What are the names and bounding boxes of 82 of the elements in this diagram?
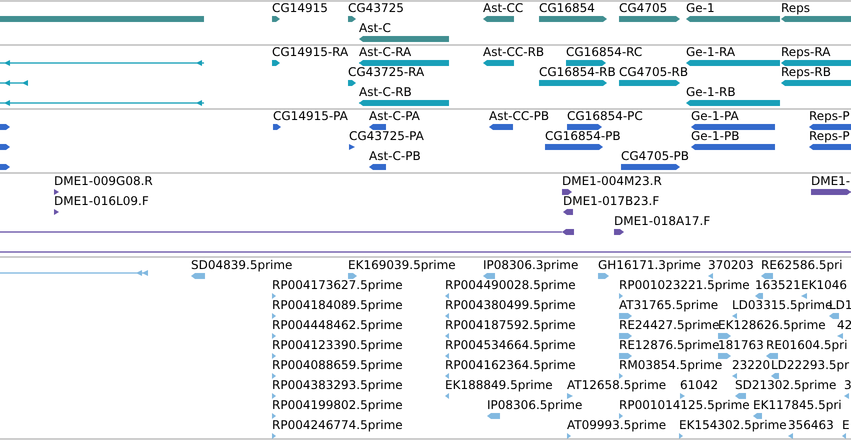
feature-label: E [842,419,850,432]
feature-label: SD21302.5prime [735,379,836,392]
feature-label: AT12658.5prime [567,379,666,392]
feature-label: DME1-004M23.R [562,175,662,188]
feature-label: GH16171.3prime [598,259,701,272]
feature-label: Ast-C [359,22,391,35]
feature-label: Ast-CC-PB [489,110,550,123]
feature-label: CG14915-PA [273,110,348,123]
feature-label: RP001014125.5prime [619,399,750,412]
feature-label: RE62586.5pri [761,259,842,272]
feature-label: RP004184089.5prime [272,299,403,312]
feature-label: RP004187592.5prime [445,319,576,332]
feature-label: RP004173627.5prime [272,279,403,292]
feature-label: 42 [837,319,851,332]
feature-label: CG16854-PC [567,110,643,123]
feature-label: Ge-1-PA [691,110,739,123]
feature-label: RP004490028.5prime [445,279,576,292]
feature-label: Reps-P [809,110,850,123]
feature-label: Reps [781,2,810,15]
feature-label: CG4705-RB [619,66,688,79]
feature-label: SD04839.5prime [191,259,292,272]
feature-label: IP08306.5prime [487,399,582,412]
feature-label: CG43725-RA [348,66,424,79]
feature-label: DME1-017B23.F [563,195,660,208]
feature-label: Ge-1-RA [686,46,736,59]
feature-label: DME1-009G08.R [54,175,153,188]
feature-label: CG14915-RA [272,46,348,59]
feature-label: RE01604.5pri [766,339,848,352]
feature-label: CG4705-PB [621,150,690,163]
feature-label: EK188849.5prime [445,379,553,392]
feature-label: Ast-C-PB [369,150,421,163]
feature-label: DME1- [811,175,850,188]
feature-label: AT31765.5prime [619,299,718,312]
feature-label: AT09993.5prime [567,419,666,432]
feature-label: CG16854-RB [539,66,616,79]
feature-label: RP004380499.5prime [445,299,576,312]
feature-label: Ast-C-PA [369,110,420,123]
feature-label: RE12876.5prime [619,339,720,352]
feature-label: 370203 [708,259,754,272]
feature-label: RP004162364.5prime [445,359,576,372]
feature-label: Ast-C-RB [359,86,412,99]
feature-label: EK1046 [801,279,847,292]
feature-label: Reps-RA [781,46,830,59]
feature-label: RP004123390.5prime [272,339,403,352]
feature-label: RE24427.5prime [619,319,720,332]
feature-label: Ast-C-RA [359,46,412,59]
feature-label: CG43725-PA [349,130,424,143]
feature-label: EK154302.5prime [679,419,787,432]
feature-label: 3 [844,379,851,392]
feature-label: EK117845.5pri [753,399,842,412]
feature-label: EK169039.5prime [348,259,456,272]
feature-label: DME1-018A17.F [614,215,710,228]
feature-label: 23220 [732,359,770,372]
feature-label: Ge-1 [686,2,715,15]
feature-label: Ast-CC-RB [483,46,544,59]
feature-label: CG16854-RC [566,46,642,59]
feature-label: Ge-1-RB [686,86,736,99]
feature-label: DME1-016L09.F [54,195,149,208]
feature-label: CG4705 [619,2,668,15]
feature-label: CG43725 [348,2,404,15]
feature-label: 356463 [788,419,834,432]
feature-label: 163521 [755,279,801,292]
feature-label: RP004448462.5prime [272,319,403,332]
feature-label: RP004383293.5prime [272,379,403,392]
feature-label: LD22293.5pr [771,359,850,372]
feature-label: RP004088659.5prime [272,359,403,372]
feature-label: RP004534664.5prime [445,339,576,352]
feature-label: RP004199802.5prime [272,399,403,412]
feature-label: Ast-CC [483,2,524,15]
feature-label: RM03854.5prime [619,359,722,372]
feature-label: Reps-RB [781,66,831,79]
feature-label: RP004246774.5prime [272,419,403,432]
feature-label: 61042 [680,379,718,392]
feature-label: Reps-P [809,130,850,143]
feature-label: Ge-1-PB [691,130,740,143]
feature-label: CG16854 [539,2,595,15]
feature-label: CG16854-PB [545,130,621,143]
feature-label: RP001023221.5prime [619,279,750,292]
feature-label: IP08306.3prime [483,259,578,272]
feature-label: EK128626.5prime [718,319,826,332]
feature-label: CG14915 [272,2,328,15]
feature-label: 181763 [718,339,764,352]
